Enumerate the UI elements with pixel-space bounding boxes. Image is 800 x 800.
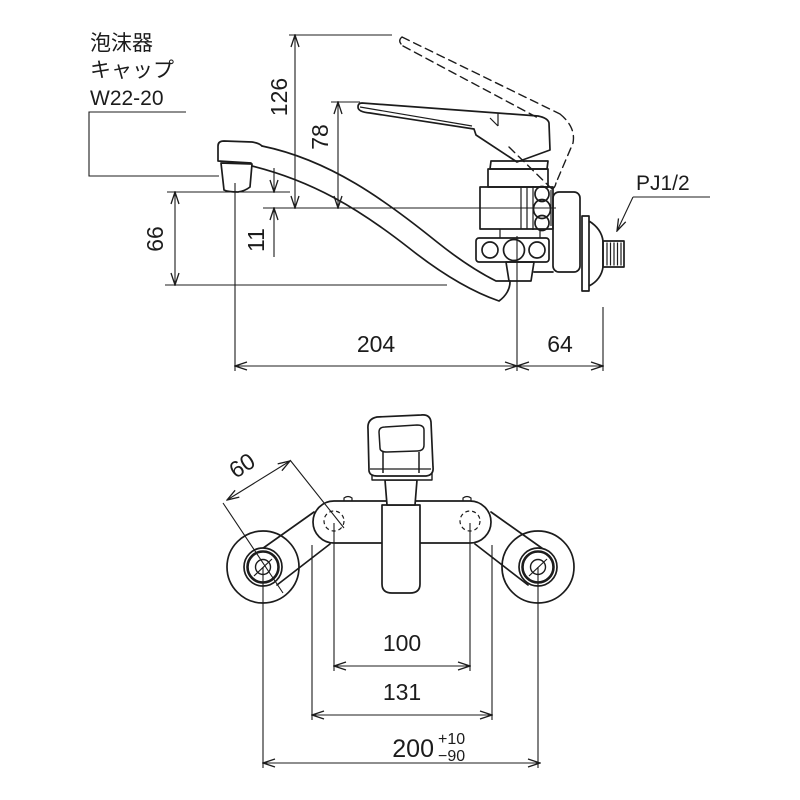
thread-nipple: [602, 240, 625, 268]
swivel-nut-ball-left: [481, 241, 499, 259]
dim-204-64: 204 64: [235, 183, 603, 371]
ext-line: [165, 191, 447, 286]
body-bottom-step: [505, 261, 554, 282]
spout-nozzle-outline: [217, 140, 263, 164]
front-view: 60 100 131 200 +10 −90: [222, 414, 575, 768]
thread-label: PJ1/2: [636, 172, 690, 195]
lever-pivot-mark: [489, 113, 499, 127]
handle-neck-lines: [382, 452, 420, 473]
dim-200-label: 200: [392, 735, 434, 763]
ball-joint-bottom: [534, 214, 550, 232]
body-top-nubs: [343, 495, 472, 501]
handle-knob-outline: [367, 414, 434, 477]
wall-flange-bell: [581, 215, 604, 292]
aerator-callout: 泡沫器 キャップ W22-20: [88, 32, 219, 177]
dim-64-label: 64: [547, 331, 573, 357]
dim-126: 126: [266, 35, 392, 208]
side-view: 126 78 66 11 204 64 泡沫器: [88, 32, 710, 371]
wall-plate: [552, 191, 581, 273]
nut-connector-lines: [499, 229, 541, 238]
dim-200: 200 +10 −90: [263, 731, 540, 765]
thread-hatching: [606, 242, 622, 266]
dim-100-label: 100: [383, 630, 421, 656]
handle-knob-opening: [378, 424, 425, 453]
dim-60-label: 60: [224, 448, 260, 484]
dim-200-tol-minus: −90: [438, 748, 465, 765]
dim-66-label: 66: [142, 226, 168, 252]
ball-joint-top: [534, 185, 550, 203]
aerator-callout-line2: キャップ: [90, 59, 174, 82]
bonnet-front: [384, 479, 418, 506]
ext-line: [222, 459, 345, 594]
dim-78-label: 78: [307, 124, 333, 150]
dim-131: 131: [312, 679, 492, 715]
aerator-callout-line3: W22-20: [90, 87, 164, 110]
front-extension-lines: [262, 523, 539, 768]
dim-131-label: 131: [383, 679, 421, 705]
lever-raised-dashed: [399, 36, 575, 190]
thread-callout: PJ1/2: [617, 172, 710, 231]
dim-11-label: 11: [243, 228, 269, 252]
bonnet-side: [487, 168, 549, 188]
ext-line: [234, 183, 604, 371]
dim-204-label: 204: [357, 331, 396, 357]
dim-126-label: 126: [266, 78, 292, 116]
lever-handle-outline: [357, 102, 551, 163]
swivel-nut-ball-right: [528, 241, 546, 259]
lever-chamfer-line: [359, 106, 473, 127]
aerator-callout-line1: 泡沫器: [90, 32, 153, 55]
dim-11: 11: [243, 168, 274, 257]
spout-front: [381, 504, 421, 594]
swivel-nut-ball-mid: [502, 238, 526, 262]
dim-200-tol-plus: +10: [438, 731, 465, 748]
thread-leader-arrow: [617, 196, 634, 231]
ball-joint-mid: [532, 198, 552, 220]
aerator-cap-outline: [220, 162, 253, 193]
dim-100: 100: [334, 630, 470, 666]
aerator-leader-line: [88, 111, 219, 177]
cartridge-band: [489, 160, 549, 170]
spout-upper-curve: [261, 145, 511, 282]
dim-78: 78: [307, 102, 360, 208]
spout-lower-curve: [251, 165, 511, 302]
